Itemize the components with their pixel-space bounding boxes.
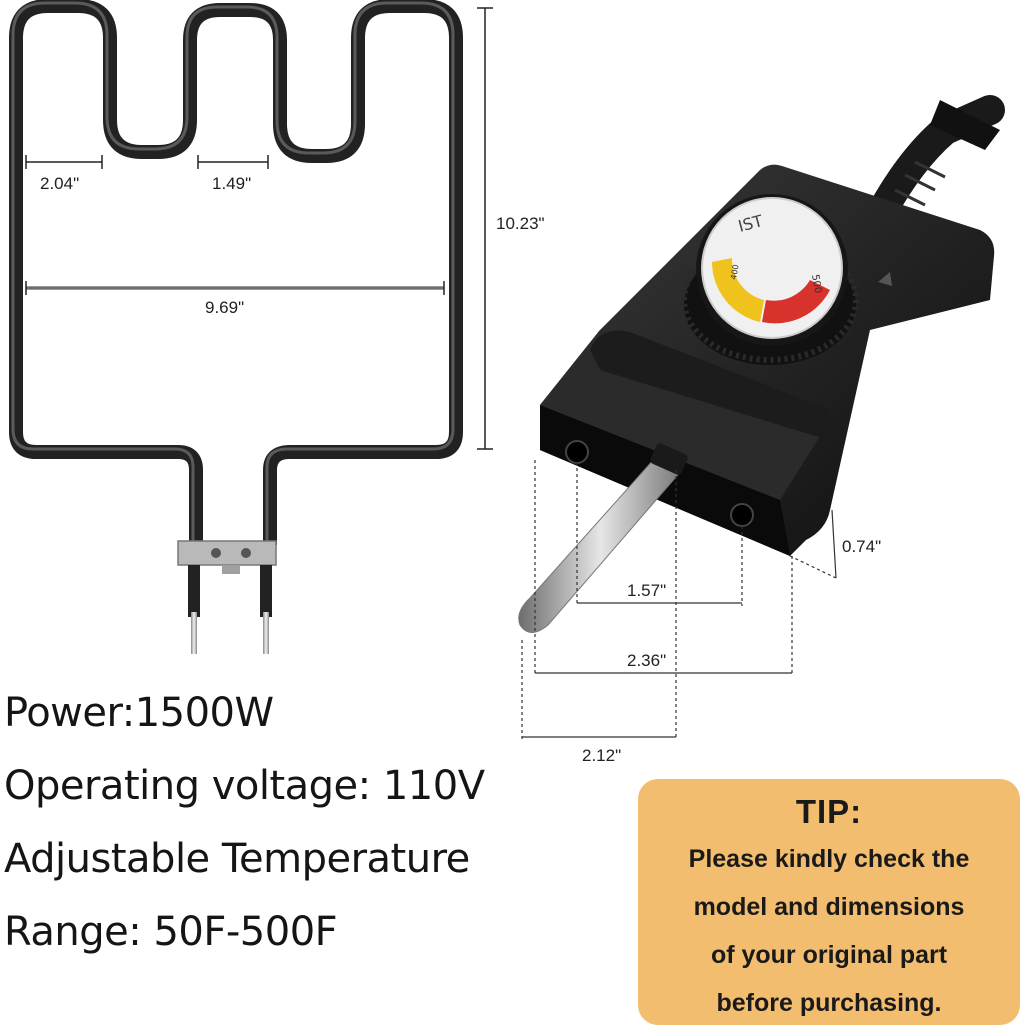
tip-box: TIP: Please kindly check the model and d…	[638, 779, 1020, 1025]
spec-range: Range: 50F-500F	[4, 909, 338, 955]
plug-hole-right	[730, 503, 754, 527]
tip-line-2: model and dimensions	[693, 893, 965, 921]
temperature-probe	[518, 443, 688, 633]
dimension-label-probe-offset: 2.12"	[582, 746, 622, 765]
temperature-controller: 500 IST 400	[518, 95, 1005, 633]
tip-line-1: Please kindly check the	[688, 845, 970, 873]
dimension-label-plug-width: 2.36"	[627, 651, 667, 670]
spec-power: Power:1500W	[4, 690, 274, 736]
tip-line-4: before purchasing.	[716, 989, 942, 1017]
temperature-dial: 500 IST 400	[681, 194, 859, 365]
dimension-label-loop-outer: 2.04"	[40, 174, 80, 193]
plug-hole-left	[565, 440, 589, 464]
svg-text:500: 500	[809, 274, 823, 295]
tip-title: TIP:	[795, 793, 863, 830]
dimension-label-plug-depth: 0.74"	[842, 537, 882, 556]
dimension-label-element-height: 10.23"	[496, 214, 545, 233]
svg-text:400: 400	[729, 264, 741, 281]
tip-line-3: of your original part	[710, 941, 948, 969]
spec-temperature: Adjustable Temperature	[4, 836, 470, 882]
element-dimension-lines	[25, 7, 493, 450]
dimension-label-loop-inner: 1.49"	[212, 174, 252, 193]
heating-element	[9, 0, 463, 654]
controller-dimension-lines	[521, 460, 837, 740]
dimension-label-hole-spacing: 1.57"	[627, 581, 667, 600]
dimension-label-element-width: 9.69"	[205, 298, 245, 317]
mounting-bracket	[177, 540, 277, 566]
spec-voltage: Operating voltage: 110V	[4, 763, 485, 809]
